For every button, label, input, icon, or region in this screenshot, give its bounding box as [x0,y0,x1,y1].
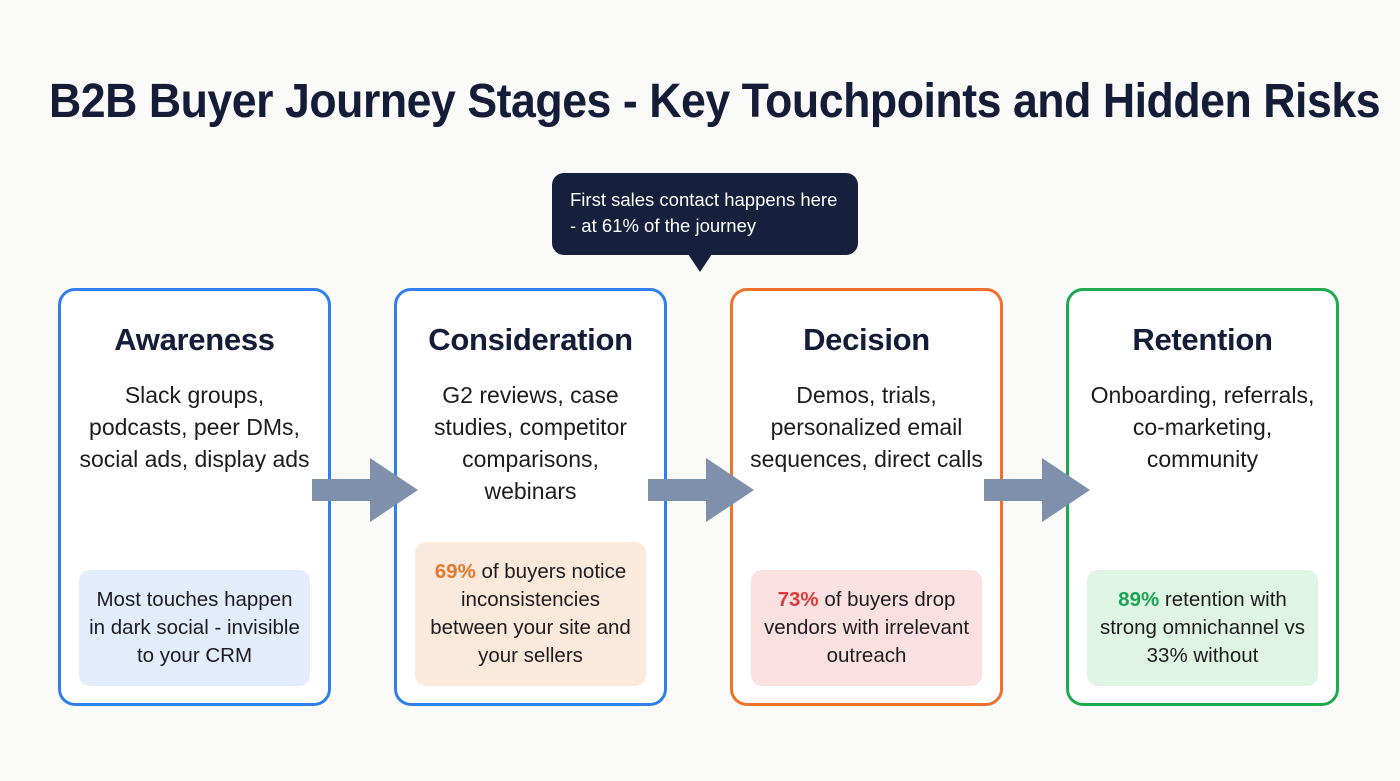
arrow-right-icon [984,458,1090,522]
stage-title: Retention [1132,322,1273,357]
stage-stat-box: 73% of buyers drop vendors with irreleva… [751,570,982,686]
callout-pointer-icon [686,251,714,272]
callout-tooltip: First sales contact happens here - at 61… [552,173,858,255]
stage-description: Demos, trials, personalized email sequen… [750,382,983,472]
stage-stat-box: Most touches happen in dark social - inv… [79,570,310,686]
stat-text: Most touches happen in dark social - inv… [89,588,300,667]
stage-stat-box: 69% of buyers notice inconsistencies bet… [415,542,646,686]
stage-card-awareness[interactable]: Awareness Slack groups, podcasts, peer D… [58,288,331,706]
stage-stat-box: 89% retention with strong omnichannel vs… [1087,570,1318,686]
stage-description: Onboarding, referrals, co-marketing, com… [1090,382,1315,472]
stat-percent: 69% [434,560,476,583]
stat-text: retention with strong omnichannel vs 33%… [1099,588,1306,667]
arrow-right-icon [312,458,418,522]
stat-percent: 73% [777,588,819,611]
stage-title: Decision [803,322,930,357]
stage-card-decision[interactable]: Decision Demos, trials, personalized ema… [730,288,1003,706]
page-title: B2B Buyer Journey Stages - Key Touchpoin… [49,75,1381,128]
stage-description: G2 reviews, case studies, competitor com… [433,382,628,504]
callout-text: First sales contact happens here - at 61… [570,189,838,236]
stat-text: of buyers notice inconsistencies between… [430,560,631,667]
stat-percent: 89% [1118,588,1160,611]
stage-card-retention[interactable]: Retention Onboarding, referrals, co-mark… [1066,288,1339,706]
stage-description: Slack groups, podcasts, peer DMs, social… [79,382,310,472]
stage-card-consideration[interactable]: Consideration G2 reviews, case studies, … [394,288,667,706]
stage-title: Consideration [428,322,633,357]
stat-text: of buyers drop vendors with irrelevant o… [763,588,970,667]
arrow-right-icon [648,458,754,522]
stage-title: Awareness [114,322,275,357]
